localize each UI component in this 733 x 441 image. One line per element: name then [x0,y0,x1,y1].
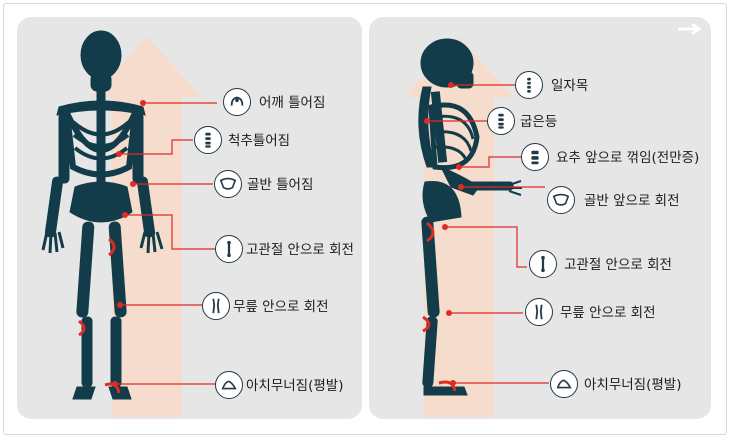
leader-lines-left [115,102,217,385]
left-panel-graphics [41,30,217,417]
skeleton-side [418,38,522,396]
pelvis-icon [547,186,575,214]
femur-icon [215,235,243,263]
foot-icon [215,371,243,399]
knee-icon [202,292,230,320]
spine-icon [487,107,515,135]
right-panel-graphics [404,37,549,417]
leader-dots-right [424,82,464,386]
right-label-pelvis: 골반 앞으로 회전 [584,193,680,209]
femur-icon [529,250,557,278]
knee-icon [525,298,553,326]
right-label-foot: 아치무너짐(평발) [584,377,682,393]
left-label-foot: 아치무너짐(평발) [246,378,344,394]
lumbar-icon [521,143,549,171]
left-panel-front-view [17,17,362,419]
skeleton-front [41,30,164,400]
next-arrow-icon [678,22,702,36]
foot-icon [550,370,578,398]
left-label-knee: 무릎 안으로 회전 [233,299,329,315]
left-label-shoulder: 어깨 틀어짐 [259,95,326,111]
right-label-neck: 일자목 [551,78,589,94]
right-panel-side-view [369,17,711,419]
right-label-back: 굽은등 [520,114,558,130]
right-label-lumbar: 요추 앞으로 꺾임(전만증) [556,150,700,166]
left-label-hip: 고관절 안으로 회전 [246,242,354,258]
shoulder-icon [223,88,251,116]
right-label-hip: 고관절 안으로 회전 [564,257,672,273]
neck-spine-icon [515,71,543,99]
spine-icon [194,126,222,154]
left-label-pelvis: 골반 틀어짐 [247,177,314,193]
leader-lines-right [427,84,549,384]
right-label-knee: 무릎 안으로 회전 [560,305,656,321]
left-label-spine: 척추틀어짐 [228,133,291,149]
pelvis-icon [214,170,242,198]
leader-dots-left [112,100,146,387]
